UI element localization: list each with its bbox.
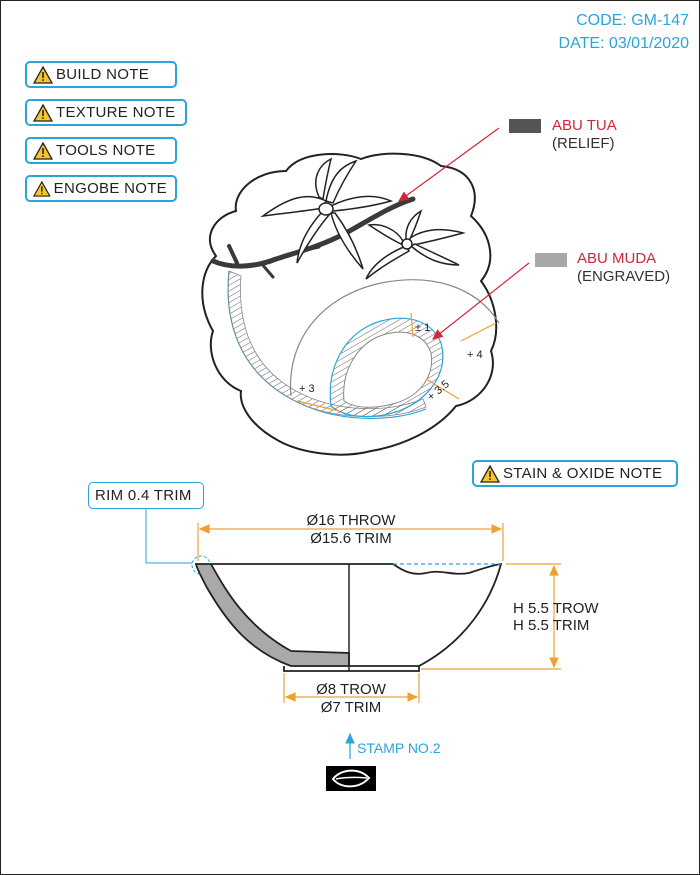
- legend-relief-desc: (RELIEF): [552, 135, 615, 152]
- flower-relief-2: [365, 209, 466, 280]
- relief-swatch: [509, 119, 541, 133]
- diameter-trim-label: Ø15.6 TRIM: [310, 530, 391, 547]
- bowl-section-wall: [194, 563, 350, 667]
- warning-icon: [33, 180, 51, 197]
- legend-engraved-name: ABU MUDA: [577, 250, 656, 267]
- engobe-note-label: ENGOBE NOTE: [53, 180, 167, 197]
- foot-trim-label: Ø7 TRIM: [321, 699, 382, 716]
- warning-icon: [33, 141, 53, 160]
- engobe-note-button[interactable]: ENGOBE NOTE: [25, 175, 177, 202]
- bowl-section-view: [145, 509, 503, 672]
- rim-trim-callout: RIM 0.4 TRIM: [88, 482, 204, 509]
- dim-plus-4: + 4: [467, 349, 483, 361]
- legend-leaders: [398, 127, 530, 340]
- diameter-throw-label: Ø16 THROW: [307, 512, 397, 529]
- tools-note-label: TOOLS NOTE: [56, 142, 156, 159]
- height-trim-label: H 5.5 TRIM: [513, 617, 589, 634]
- fold-curve: [289, 279, 500, 397]
- legend-engraved-desc: (ENGRAVED): [577, 268, 670, 285]
- foot-throw-label: Ø8 TROW: [316, 681, 387, 698]
- texture-note-button[interactable]: TEXTURE NOTE: [25, 99, 187, 126]
- rim-trim-label: RIM 0.4 TRIM: [95, 487, 192, 504]
- height-throw-label: H 5.5 TROW: [513, 600, 599, 617]
- dim-plus-3: + 3: [299, 383, 315, 395]
- tools-note-button[interactable]: TOOLS NOTE: [25, 137, 177, 164]
- stamp-label: STAMP NO.2: [357, 740, 441, 756]
- engraved-hatch-band: [227, 270, 427, 418]
- warning-icon: [33, 65, 53, 84]
- build-note-label: BUILD NOTE: [56, 66, 150, 83]
- build-note-button[interactable]: BUILD NOTE: [25, 61, 177, 88]
- stain-oxide-note-label: STAIN & OXIDE NOTE: [503, 465, 663, 482]
- stain-oxide-note-button[interactable]: STAIN & OXIDE NOTE: [472, 460, 678, 487]
- warning-icon: [33, 103, 53, 122]
- section-dimensions: [197, 523, 561, 703]
- inner-leaf-inner: [343, 331, 433, 408]
- dim-plus-minus-1: ± 1: [415, 322, 430, 334]
- drawing-date: DATE: 03/01/2020: [558, 35, 689, 52]
- warning-icon: [480, 464, 500, 483]
- flower-relief-1: [260, 157, 394, 270]
- leaf-stamp-icon: [326, 766, 376, 791]
- bowl-top-view: [201, 152, 500, 456]
- bowl-exterior-profile: [349, 562, 503, 667]
- texture-note-label: TEXTURE NOTE: [56, 104, 176, 121]
- drawing-code: CODE: GM-147: [576, 12, 689, 29]
- legend-relief-name: ABU TUA: [552, 117, 617, 134]
- engraved-swatch: [535, 253, 567, 267]
- top-view-dimensions: [296, 312, 497, 412]
